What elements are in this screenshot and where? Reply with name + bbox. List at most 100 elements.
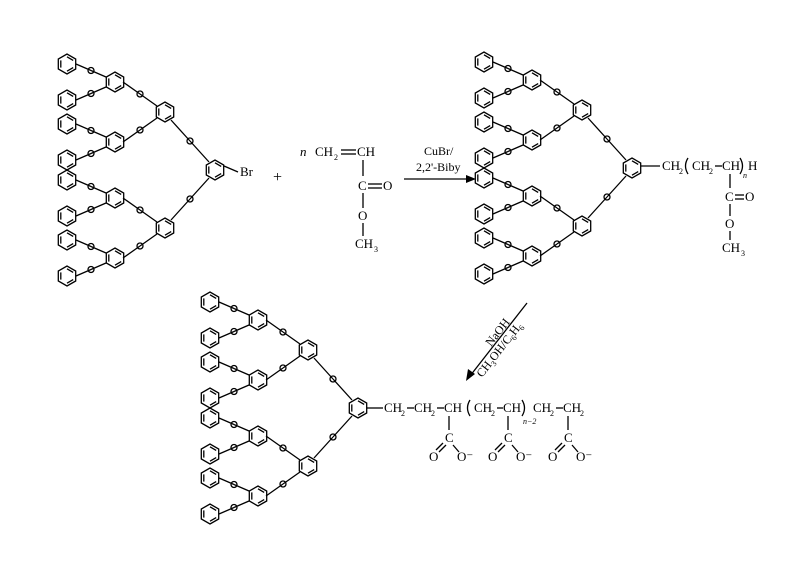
product1-repeat-ch2: CH bbox=[692, 158, 710, 173]
ether-bond bbox=[233, 483, 250, 492]
ether-bond bbox=[139, 209, 158, 223]
benzene-ring bbox=[57, 113, 77, 135]
aromatic-bond bbox=[357, 411, 365, 416]
aromatic-bond bbox=[483, 161, 491, 166]
oxygen-atom bbox=[87, 89, 95, 98]
benzene-ring bbox=[200, 291, 220, 313]
ether-bond bbox=[507, 243, 524, 252]
aromatic-bond bbox=[257, 428, 265, 433]
monomer-ch2-sub: 2 bbox=[334, 153, 338, 162]
aromatic-bond bbox=[209, 470, 217, 475]
ether-bond bbox=[507, 200, 524, 209]
carboxylate-o: O bbox=[488, 449, 497, 464]
benzene-ring bbox=[200, 467, 220, 489]
aromatic-bond bbox=[66, 208, 74, 213]
single-bond bbox=[452, 444, 460, 453]
aromatic-bond bbox=[66, 56, 74, 61]
ether-bond bbox=[90, 202, 107, 211]
benzene-ring bbox=[200, 327, 220, 349]
monomer-ch: CH bbox=[357, 144, 375, 159]
aromatic-bond bbox=[531, 199, 539, 204]
benzene-ring bbox=[205, 159, 225, 181]
benzene-ring bbox=[57, 89, 77, 111]
ether-bond bbox=[507, 67, 524, 76]
carbonyl-bond bbox=[435, 442, 444, 451]
aromatic-bond bbox=[209, 390, 217, 395]
ch2-br-bond bbox=[223, 165, 239, 173]
aromatic-bond bbox=[66, 243, 74, 248]
oxygen-atom bbox=[136, 242, 144, 250]
aromatic-bond bbox=[483, 277, 491, 282]
oxygen-atom bbox=[87, 265, 95, 274]
ether-bond bbox=[233, 440, 250, 449]
aromatic-bond bbox=[66, 103, 74, 108]
benzene-ring bbox=[248, 369, 268, 391]
dendron-reactant bbox=[57, 53, 239, 287]
aromatic-bond bbox=[631, 171, 639, 176]
aromatic-bond bbox=[483, 65, 491, 70]
oxygen-atom bbox=[230, 387, 238, 396]
carboxylate-carbon: C bbox=[564, 430, 573, 445]
benzene-ring bbox=[200, 351, 220, 373]
aromatic-bond bbox=[209, 401, 217, 406]
product1-ch3: CH bbox=[722, 240, 740, 255]
ether-bond bbox=[233, 384, 250, 393]
aromatic-bond bbox=[66, 152, 74, 157]
aromatic-bond bbox=[257, 439, 265, 444]
aromatic-bond bbox=[164, 231, 172, 236]
aromatic-bond bbox=[631, 160, 639, 165]
oxygen-atom bbox=[230, 480, 238, 489]
aromatic-bond bbox=[483, 241, 491, 246]
carbonyl-bond bbox=[438, 444, 447, 453]
aromatic-bond bbox=[357, 400, 365, 405]
ether-bond bbox=[233, 367, 250, 376]
product1-carbonyl-o: O bbox=[745, 189, 754, 204]
ether-bond bbox=[170, 198, 191, 221]
aromatic-bond bbox=[164, 115, 172, 120]
aromatic-bond bbox=[209, 410, 217, 415]
oxygen-atom bbox=[553, 88, 561, 96]
oxygen-atom bbox=[230, 364, 238, 373]
aromatic-bond bbox=[581, 102, 589, 107]
carbonyl-bond bbox=[494, 442, 503, 451]
monomer-carbonyl-o: O bbox=[383, 178, 392, 193]
oxygen-atom bbox=[553, 124, 561, 132]
product1-end-h: H bbox=[748, 158, 757, 173]
oxygen-atom bbox=[553, 240, 561, 248]
aromatic-bond bbox=[209, 481, 217, 486]
benzene-ring bbox=[155, 217, 175, 239]
aromatic-bond bbox=[209, 330, 217, 335]
oxygen-atom bbox=[504, 263, 512, 272]
ether-bond bbox=[233, 500, 250, 509]
aromatic-bond bbox=[114, 145, 122, 150]
product2-repeat-ch: CH bbox=[503, 400, 521, 415]
oxygen-atom bbox=[279, 444, 287, 452]
solvent-sub: 6 bbox=[517, 324, 527, 333]
aromatic-bond bbox=[483, 181, 491, 186]
benzene-ring bbox=[348, 397, 368, 419]
aromatic-bond bbox=[581, 229, 589, 234]
aromatic-bond bbox=[307, 469, 315, 474]
aromatic-bond bbox=[66, 279, 74, 284]
carboxylate-o-minus: O⁻ bbox=[457, 449, 473, 464]
repeat-bracket-close bbox=[521, 399, 526, 417]
ether-bond bbox=[313, 436, 334, 459]
aromatic-bond bbox=[114, 190, 122, 195]
ether-bond bbox=[90, 262, 107, 271]
ether-bond bbox=[139, 117, 158, 131]
aromatic-bond bbox=[483, 101, 491, 106]
aromatic-bond bbox=[66, 163, 74, 168]
benzene-ring bbox=[200, 503, 220, 525]
oxygen-atom bbox=[279, 328, 287, 336]
aromatic-bond bbox=[114, 85, 122, 90]
monomer-ch3-sub: 3 bbox=[374, 245, 378, 254]
oxygen-atom bbox=[230, 304, 238, 313]
product2-subscript: n−2 bbox=[523, 417, 536, 426]
product1-repeat-ch: CH bbox=[722, 158, 740, 173]
ether-bond bbox=[139, 93, 158, 107]
carbonyl-bond bbox=[497, 444, 506, 453]
monomer-ch2: CH bbox=[315, 144, 333, 159]
ether-bond bbox=[90, 185, 107, 194]
